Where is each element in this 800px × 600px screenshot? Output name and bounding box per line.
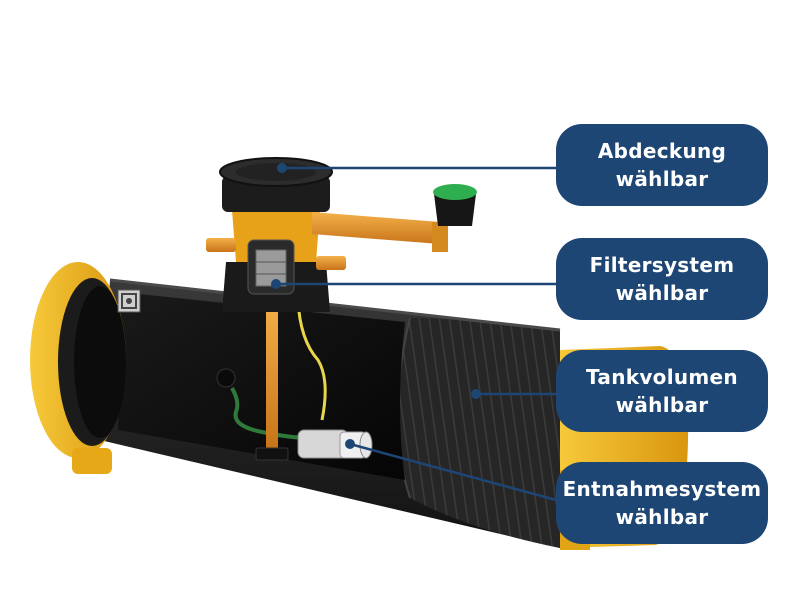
connector-dot-filtersystem — [271, 279, 281, 289]
vertical-pipe — [266, 300, 278, 448]
callout-subtitle: wählbar — [615, 393, 709, 417]
callout-subtitle: wählbar — [615, 167, 709, 191]
callout-abdeckung: Abdeckung wählbar — [556, 124, 768, 206]
overflow-pipe — [312, 212, 448, 252]
callout-connectors — [271, 163, 557, 502]
callout-title: Abdeckung — [597, 139, 727, 163]
inlet-pipe-left — [206, 238, 236, 252]
cover-lid — [219, 157, 333, 212]
callout-title: Entnahmesystem — [562, 477, 762, 501]
connector-entnahmesystem — [349, 442, 557, 502]
connector-dot-tankvolumen — [471, 389, 481, 399]
float-ball — [216, 368, 236, 388]
left-flange — [30, 262, 126, 474]
callout-tankvolumen: Tankvolumen wählbar — [556, 350, 768, 432]
vent-grille — [117, 289, 141, 313]
yellow-cable — [296, 299, 327, 421]
green-cap-unit — [433, 184, 477, 226]
callout-subtitle: wählbar — [615, 281, 709, 305]
tank-body — [100, 278, 561, 548]
green-hose — [230, 387, 313, 440]
connector-dot-abdeckung — [277, 163, 287, 173]
callout-title: Filtersystem — [589, 253, 735, 277]
callout-entnahmesystem: Entnahmesystem wählbar — [556, 462, 768, 544]
inlet-pipe-right — [316, 256, 346, 270]
callout-filtersystem: Filtersystem wählbar — [556, 238, 768, 320]
extraction-pump — [297, 429, 373, 459]
callout-title: Tankvolumen — [586, 365, 738, 389]
connector-dot-entnahmesystem — [345, 439, 355, 449]
callout-subtitle: wählbar — [615, 505, 709, 529]
